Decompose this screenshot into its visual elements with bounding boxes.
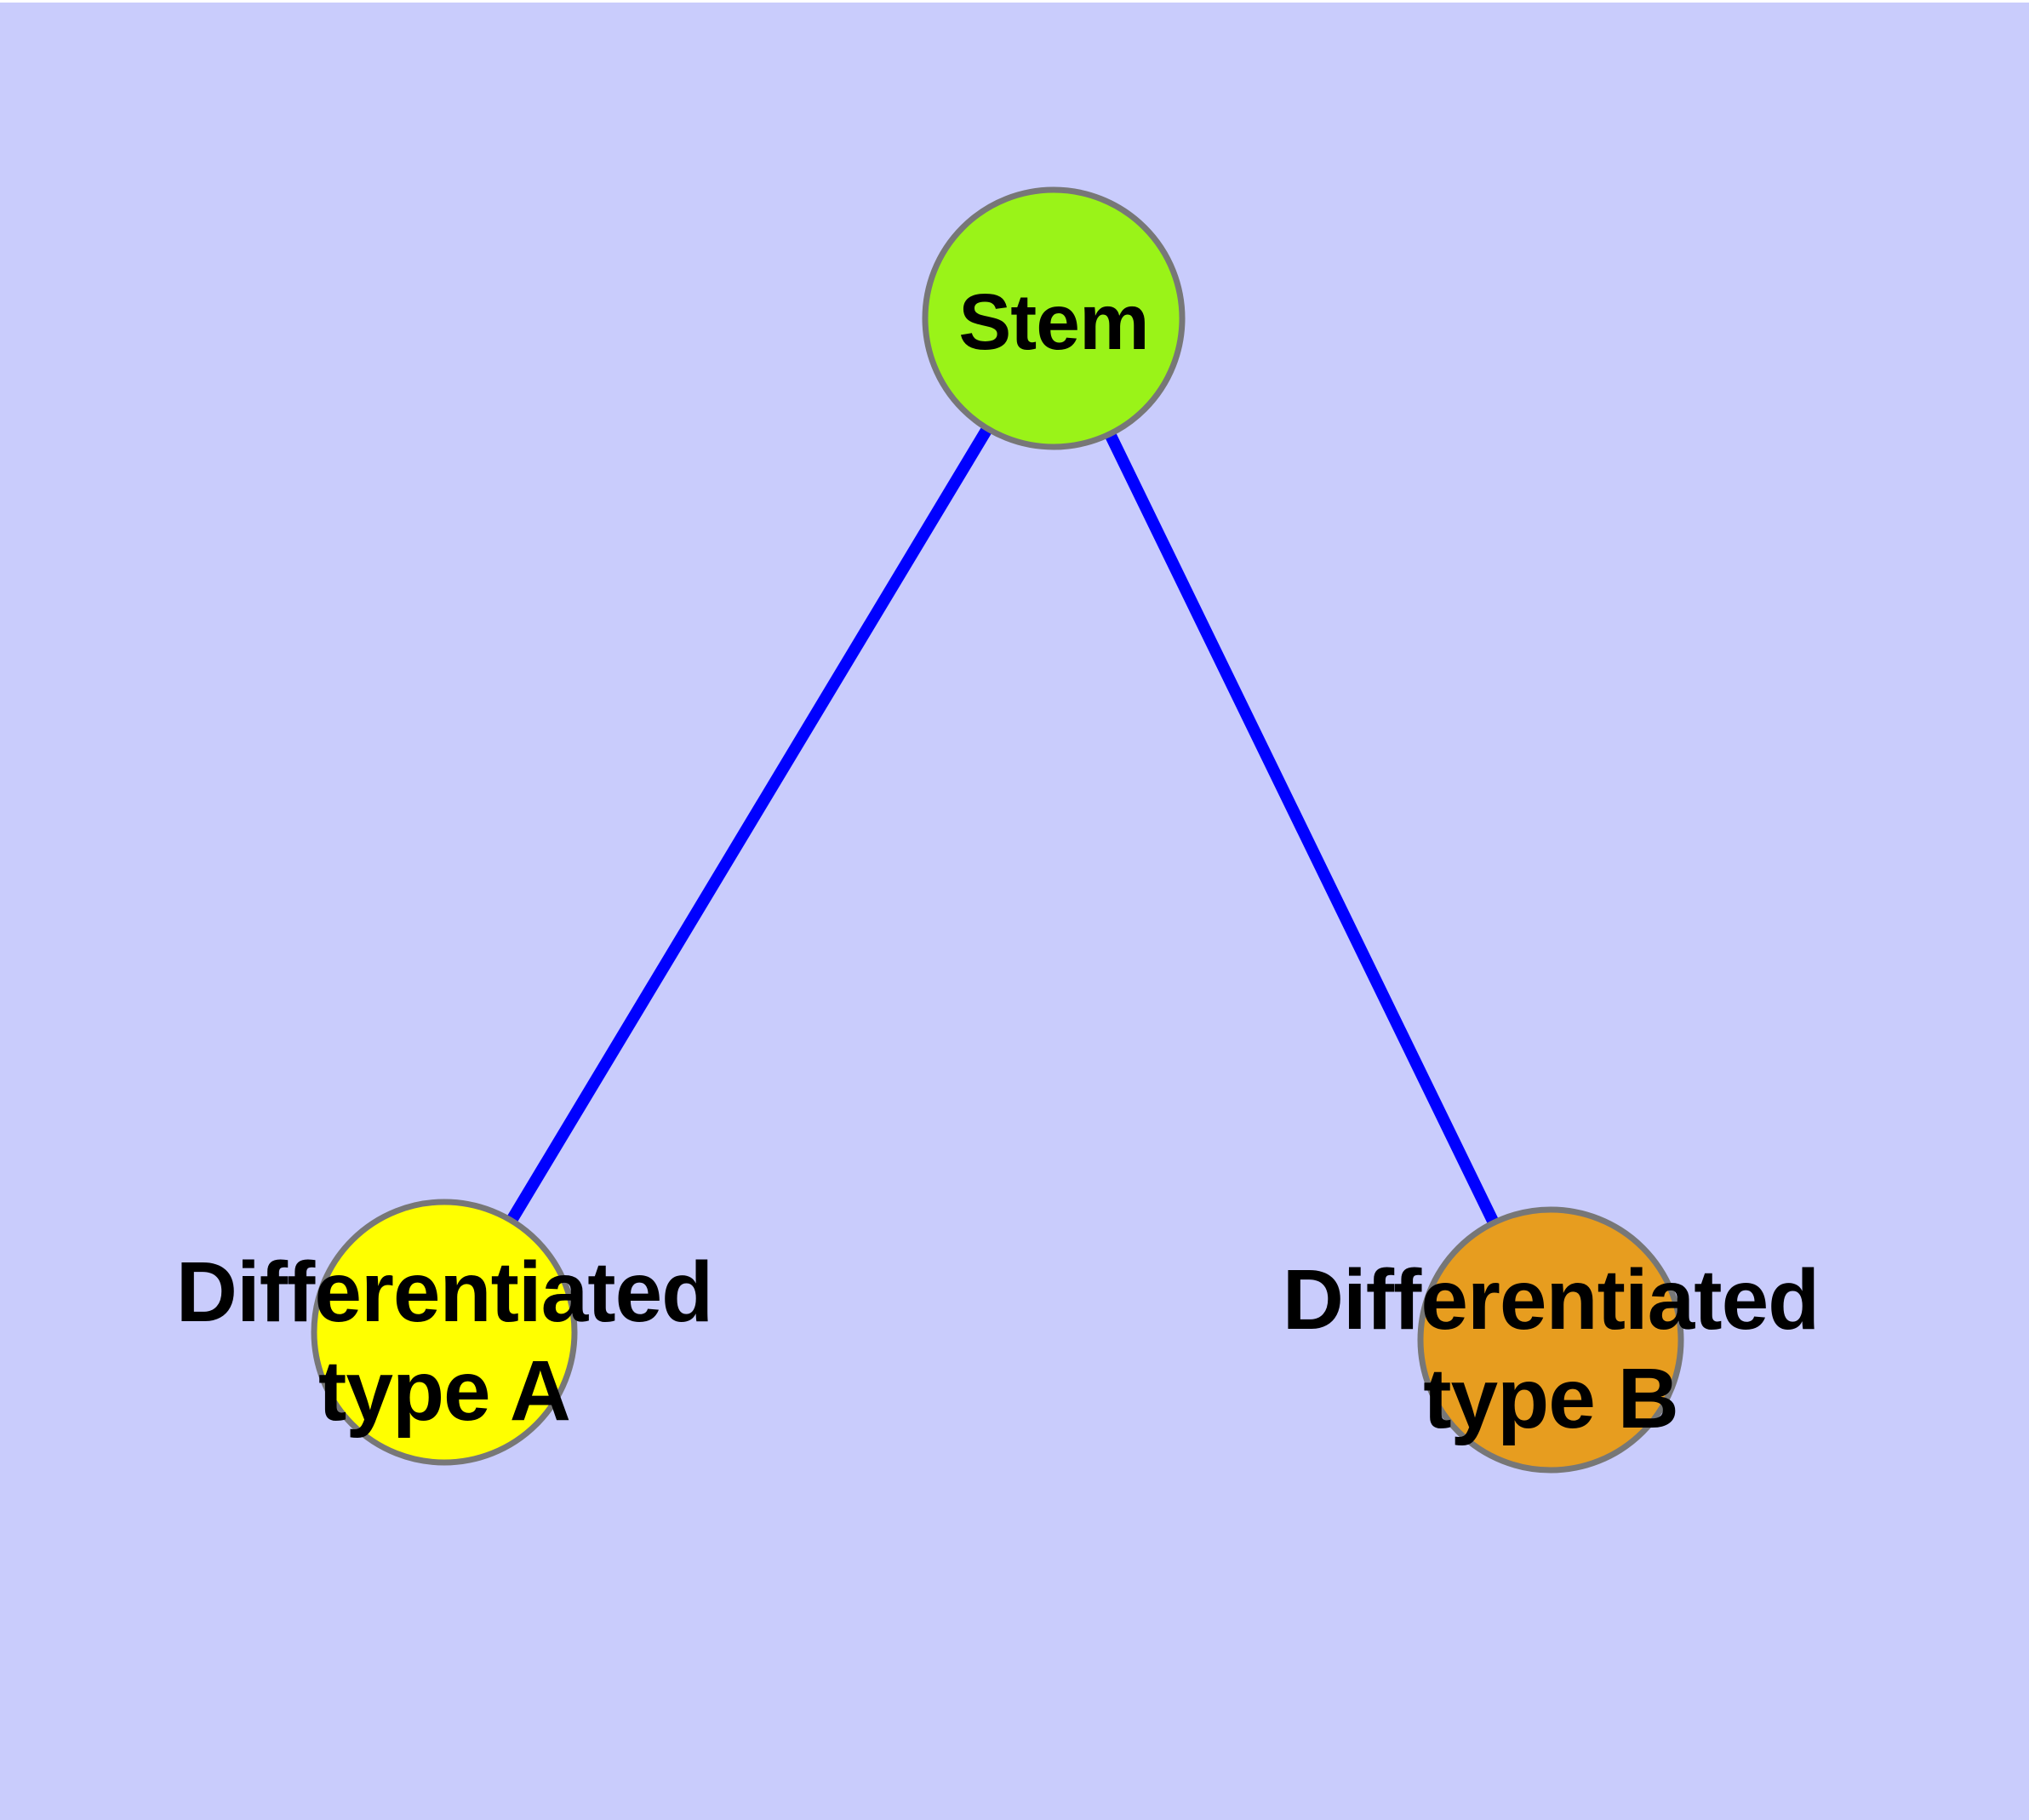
nodes-layer bbox=[311, 186, 1684, 1474]
node-differentiated-type-a-label-line-2: type A bbox=[318, 1343, 570, 1439]
edge-stem-to-differentiated-type-b bbox=[1048, 315, 1557, 1343]
node-differentiated-type-b-circle bbox=[1417, 1206, 1684, 1474]
node-differentiated-type-a-circle bbox=[311, 1199, 578, 1466]
node-stem-circle bbox=[922, 186, 1186, 450]
top-edge-strip bbox=[0, 0, 2029, 3]
node-differentiated-type-a-label-line-1: Differentiated bbox=[176, 1245, 713, 1340]
edges-layer bbox=[439, 315, 1557, 1343]
node-differentiated-type-b-label-line-1: Differentiated bbox=[1283, 1252, 1820, 1348]
edge-stem-to-differentiated-type-a bbox=[439, 315, 1059, 1336]
node-stem-label-line-1: Stem bbox=[958, 278, 1148, 366]
node-differentiated-type-b-label-line-2: type B bbox=[1423, 1351, 1678, 1446]
